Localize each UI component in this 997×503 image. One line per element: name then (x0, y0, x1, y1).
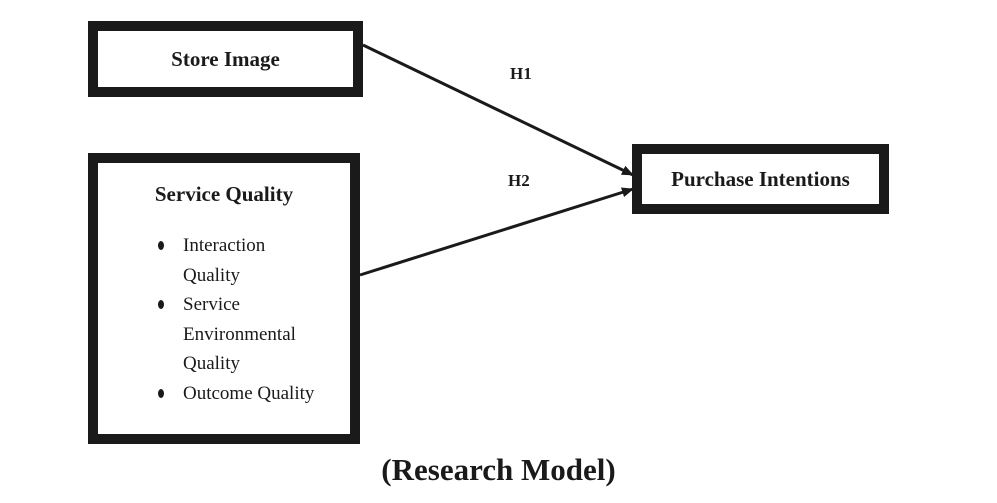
service-quality-items: Interaction Quality Service Environmenta… (98, 231, 353, 408)
list-item: Service Environmental Quality (98, 290, 353, 379)
bullet-icon (158, 241, 164, 250)
arrow-h2 (359, 187, 634, 277)
list-item-label: Interaction Quality (183, 235, 266, 286)
purchase-intentions-label: Purchase Intentions (671, 166, 850, 191)
service-quality-box: Service Quality Interaction Quality Serv… (88, 153, 360, 444)
h1-label: H1 (510, 64, 532, 83)
diagram-caption: (Research Model) (381, 452, 616, 487)
bullet-icon (158, 300, 164, 309)
service-quality-label: Service Quality (154, 182, 294, 206)
h2-label: H2 (508, 171, 530, 190)
list-item: Interaction Quality (98, 231, 353, 290)
list-item: Outcome Quality (98, 379, 353, 409)
list-item-label: Service Environmental Quality (183, 294, 296, 374)
list-item-label: Outcome Quality (183, 382, 315, 404)
arrow-h1 (362, 43, 634, 177)
bullet-icon (158, 388, 164, 398)
store-image-box: Store Image (88, 21, 363, 97)
purchase-intentions-box: Purchase Intentions (632, 144, 889, 214)
store-image-label: Store Image (171, 46, 280, 71)
